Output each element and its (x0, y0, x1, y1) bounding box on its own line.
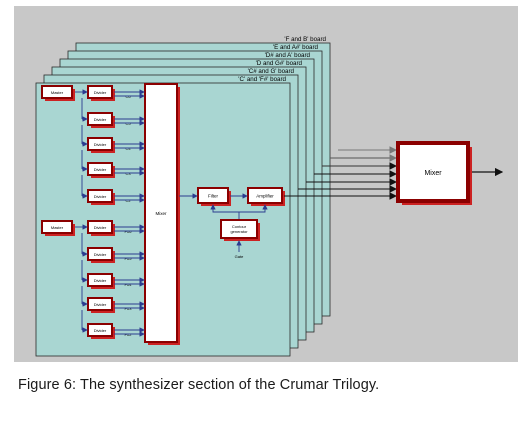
divider-block: Divider (87, 162, 115, 178)
divider-block-label: Divider (94, 225, 107, 230)
octave-label: F#3 (125, 306, 133, 311)
internal-mixer: Mixer (144, 83, 180, 345)
amplifier-block: Amplifier (247, 187, 285, 206)
divider-block: Divider (87, 189, 115, 205)
figure-caption: Figure 6: The synthesizer section of the… (18, 377, 380, 393)
board-label: 'D# and A' board (265, 52, 311, 59)
octave-label: C2 (125, 198, 131, 203)
contour-to-amp-arrow (239, 204, 268, 213)
board-label: 'C' and 'F#' board (238, 76, 286, 83)
board-label: 'E and A#' board (273, 44, 319, 51)
octave-label: C5 (125, 121, 131, 126)
divider-block-label: Divider (94, 194, 107, 199)
divider-block: Divider (87, 297, 115, 313)
divider-block-label: Divider (94, 90, 107, 95)
gate-label: Gate (235, 254, 244, 259)
amplifier-block-label: Amplifier (256, 193, 274, 198)
octave-label: C6 (125, 94, 131, 99)
main-mixer: Mixer (396, 141, 472, 205)
divider-block-label: Divider (94, 302, 107, 307)
master-oscillator: Master (41, 220, 75, 236)
synth-diagram: 'F and B' board'E and A#' board'D# and A… (14, 6, 518, 362)
divider-block-label: Divider (94, 328, 107, 333)
master-oscillator: Master (41, 85, 75, 101)
board-label: 'C# and G' board (248, 68, 295, 75)
filter-block: Filter (197, 187, 231, 206)
divider-block-label: Divider (94, 167, 107, 172)
octave-label: F#5 (125, 256, 133, 261)
octave-label: F#4 (125, 282, 133, 287)
divider-block: Divider (87, 112, 115, 128)
divider-block: Divider (87, 137, 115, 153)
divider-block-label: Divider (94, 278, 107, 283)
board-label: 'D and G#' board (256, 60, 303, 67)
divider-block: Divider (87, 220, 115, 236)
filter-block-label: Filter (208, 193, 219, 198)
divider-block: Divider (87, 323, 115, 339)
divider-block: Divider (87, 85, 115, 101)
master-oscillator-label: Master (51, 90, 64, 95)
contour-label-line2: generator (230, 229, 248, 234)
divider-block-label: Divider (94, 117, 107, 122)
master-oscillator-label: Master (51, 225, 64, 230)
octave-label: C4 (125, 146, 131, 151)
contour-to-filter-arrow (210, 204, 240, 219)
main-mixer-label: Mixer (424, 170, 442, 177)
octave-label: F#2 (125, 332, 133, 337)
octave-label: C3 (125, 171, 131, 176)
board-label: 'F and B' board (284, 36, 326, 43)
divider-block: Divider (87, 247, 115, 263)
divider-block-label: Divider (94, 142, 107, 147)
divider-block-label: Divider (94, 252, 107, 257)
contour-label-line1: Contour (232, 224, 247, 229)
internal-mixer-label: Mixer (156, 211, 168, 216)
divider-block: Divider (87, 273, 115, 289)
octave-label: F#6 (125, 229, 133, 234)
